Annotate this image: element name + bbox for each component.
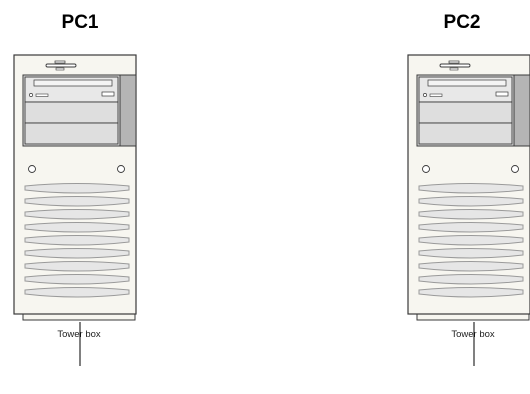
vent-slot	[24, 235, 130, 246]
tower-side-panel	[513, 74, 530, 147]
vent-slot	[24, 274, 130, 285]
reset-button-icon	[511, 165, 519, 173]
tower-vent-grille	[24, 183, 130, 298]
tower-handle	[439, 63, 471, 68]
pc1-label: Tower box	[57, 329, 101, 340]
vent-slot	[24, 248, 130, 259]
vent-slot	[418, 183, 524, 194]
vent-slot	[418, 261, 524, 272]
pc1-title: PC1	[62, 12, 99, 33]
tower-side-panel	[119, 74, 137, 147]
drive-bay-blank	[24, 101, 119, 124]
vent-slot	[418, 222, 524, 233]
drive-bay-blank	[418, 122, 513, 145]
vent-slot	[24, 196, 130, 207]
vent-slot	[24, 222, 130, 233]
pc1-node: PC1	[13, 12, 137, 366]
pc2-title: PC2	[444, 12, 481, 33]
drive-bay-blank	[418, 101, 513, 124]
vent-slot	[24, 287, 130, 298]
pc2-label: Tower box	[451, 329, 495, 340]
vent-slot	[24, 183, 130, 194]
power-button-icon	[28, 165, 36, 173]
vent-slot	[418, 287, 524, 298]
vent-slot	[418, 209, 524, 220]
reset-button-icon	[117, 165, 125, 173]
drive-bay-blank	[24, 122, 119, 145]
vent-slot	[24, 261, 130, 272]
vent-slot	[418, 248, 524, 259]
vent-slot	[24, 209, 130, 220]
tower-handle	[45, 63, 77, 68]
power-button-icon	[422, 165, 430, 173]
vent-slot	[418, 235, 524, 246]
vent-slot	[418, 274, 524, 285]
pc2-node: PC2	[407, 12, 530, 366]
vent-slot	[418, 196, 524, 207]
pc2-tower-icon	[407, 54, 530, 321]
tower-vent-grille	[418, 183, 524, 298]
pc1-tower-icon	[13, 54, 137, 321]
